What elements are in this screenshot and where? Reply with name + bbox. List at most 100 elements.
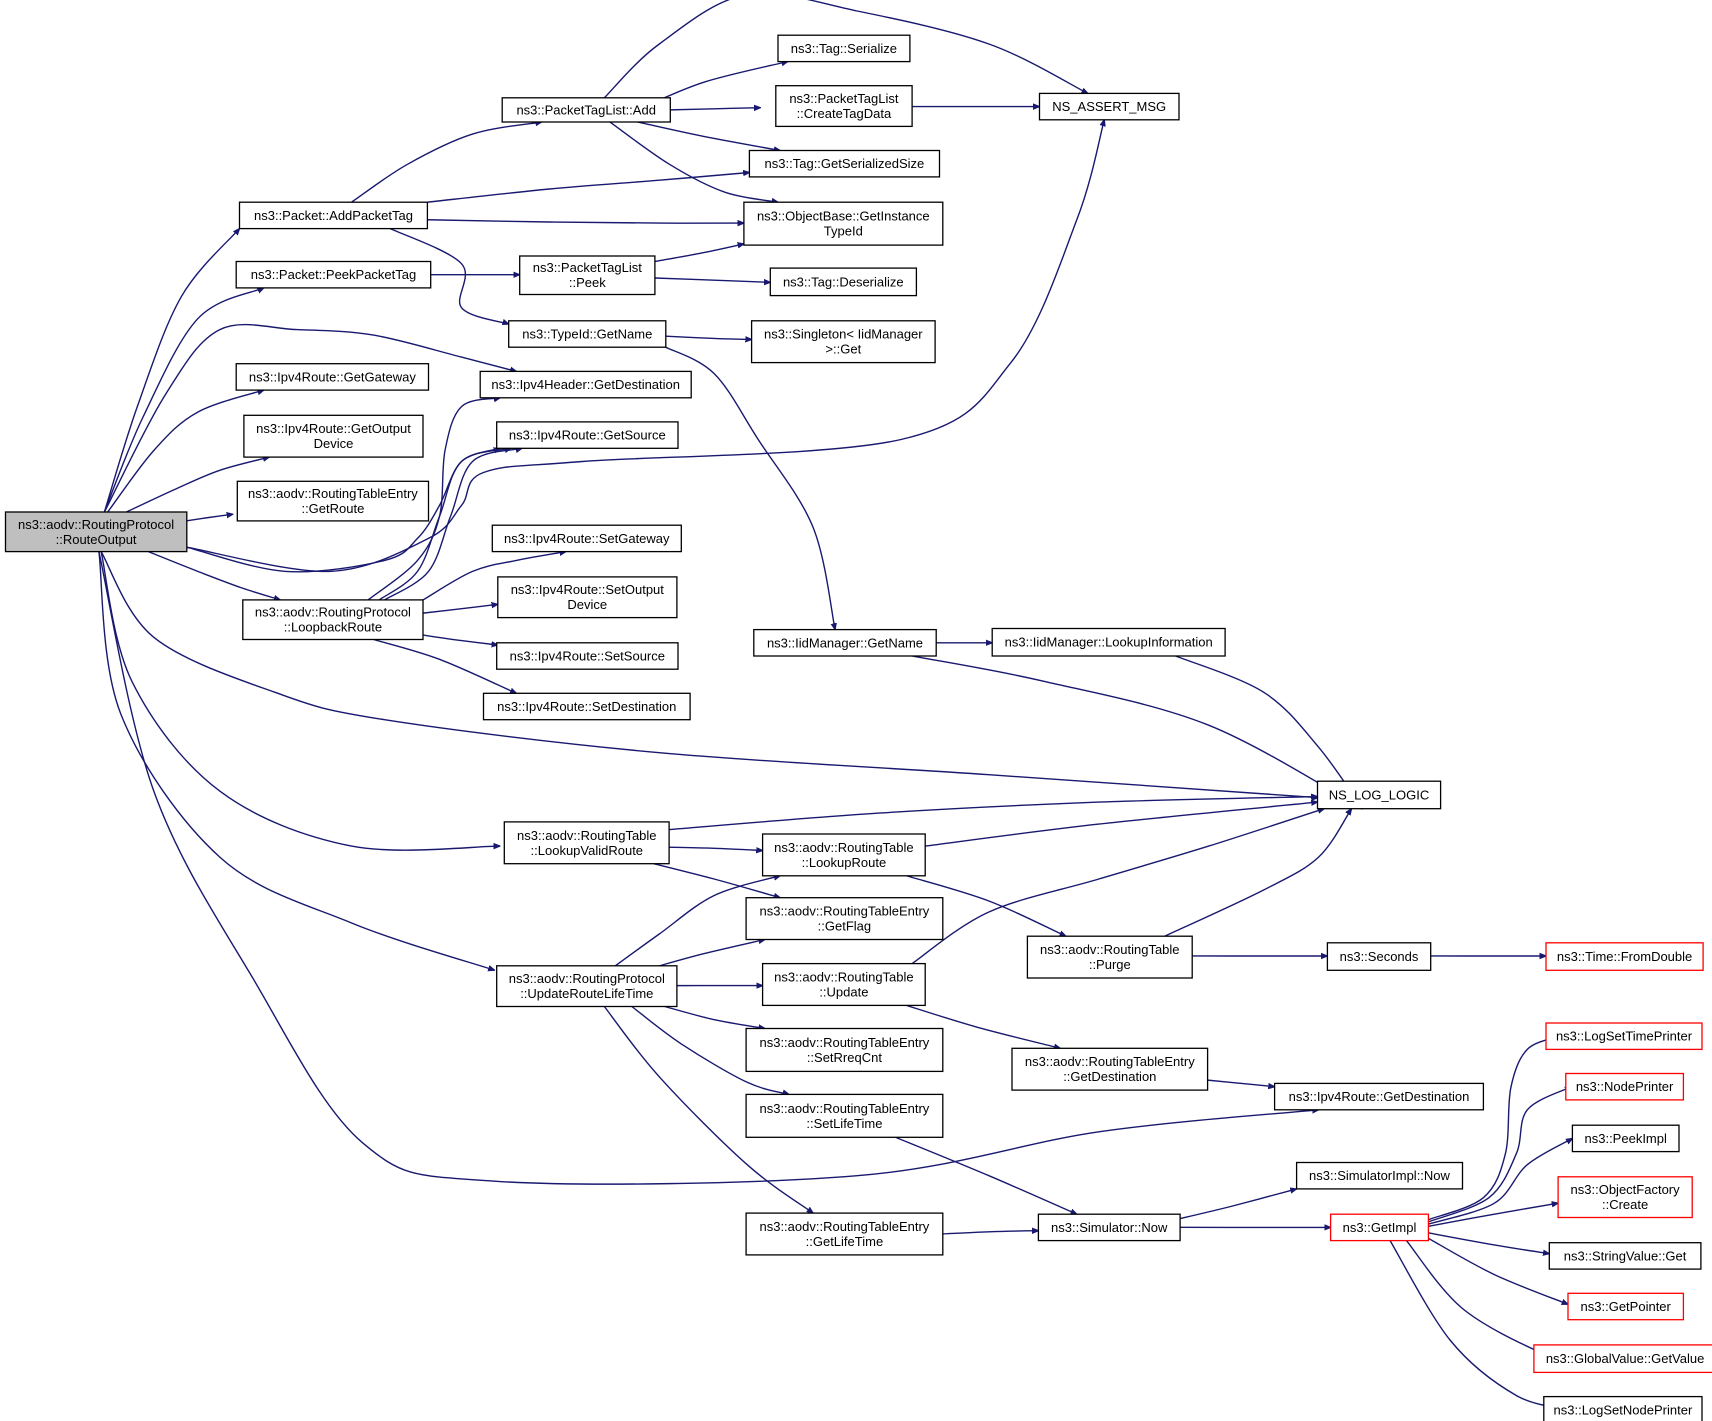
node-getSerializedSize[interactable]: ns3::Tag::GetSerializedSize	[748, 149, 941, 178]
node-setRreqCnt-label-line-1: ns3::aodv::RoutingTableEntry	[759, 1035, 929, 1050]
node-getGateway[interactable]: ns3::Ipv4Route::GetGateway	[235, 363, 430, 391]
edge-simulatorNow-to-simImplNow	[1179, 1189, 1296, 1220]
node-getLifeTime[interactable]: ns3::aodv::RoutingTableEntry::GetLifeTim…	[745, 1212, 944, 1256]
node-assertMsg-label-line-1: NS_ASSERT_MSG	[1052, 99, 1166, 114]
node-seconds[interactable]: ns3::Seconds	[1326, 942, 1432, 971]
edge-updateRouteLifeTime-to-rtLookupRoute	[614, 876, 780, 967]
node-setLifeTime[interactable]: ns3::aodv::RoutingTableEntry::SetLifeTim…	[745, 1093, 944, 1138]
node-globalValueGetValue[interactable]: ns3::GlobalValue::GetValue	[1533, 1344, 1712, 1374]
node-assertMsg[interactable]: NS_ASSERT_MSG	[1038, 92, 1180, 121]
edge-rtLookupRoute-to-logLogic	[925, 802, 1317, 847]
node-iidGetName[interactable]: ns3::IidManager::GetName	[753, 628, 937, 657]
node-logSetTimePrinter[interactable]: ns3::LogSetTimePrinter	[1545, 1022, 1703, 1051]
node-logSetNodePrinter[interactable]: ns3::LogSetNodePrinter	[1543, 1395, 1703, 1421]
node-rtUpdate-label-line-2: ::Update	[819, 985, 868, 1000]
edge-updateRouteLifeTime-to-getFlag	[659, 940, 765, 967]
edge-loopbackRoute-to-getSource	[378, 448, 511, 601]
node-ptlPeek-label-line-1: ns3::PacketTagList	[533, 260, 643, 275]
node-simulatorNow[interactable]: ns3::Simulator::Now	[1037, 1213, 1181, 1242]
node-singletonGet-label-line-1: ns3::Singleton< IidManager	[764, 327, 923, 342]
node-getLifeTime-label-line-1: ns3::aodv::RoutingTableEntry	[759, 1219, 929, 1234]
node-getRoute[interactable]: ns3::aodv::RoutingTableEntry::GetRoute	[236, 480, 430, 522]
node-stringValueGet-box	[1548, 1242, 1702, 1270]
node-logSetNodePrinter-label-line-1: ns3::LogSetNodePrinter	[1554, 1402, 1693, 1417]
node-fromDouble[interactable]: ns3::Time::FromDouble	[1545, 942, 1704, 971]
node-ipv4HeaderGetDestination[interactable]: ns3::Ipv4Header::GetDestination	[479, 370, 692, 399]
node-tagDeserialize-label-line-1: ns3::Tag::Deserialize	[783, 274, 904, 289]
edge-getImpl-to-nodePrinter	[1428, 1087, 1571, 1223]
node-setDestination[interactable]: ns3::Ipv4Route::SetDestination	[482, 692, 691, 721]
node-lookupInformation-label-line-1: ns3::IidManager::LookupInformation	[1005, 635, 1213, 650]
node-typeIdGetName[interactable]: ns3::TypeId::GetName	[508, 320, 667, 348]
node-setLifeTime-label-line-2: ::SetLifeTime	[806, 1116, 882, 1131]
node-loopbackRoute[interactable]: ns3::aodv::RoutingProtocol::LoopbackRout…	[242, 599, 424, 641]
node-getImpl[interactable]: ns3::GetImpl	[1329, 1213, 1430, 1242]
node-getRoute-box	[236, 480, 430, 522]
edge-lookupValidRoute-to-rtLookupRoute	[669, 846, 762, 850]
edge-lookupValidRoute-to-getFlag	[653, 862, 780, 898]
node-ptlAdd-label-line-1: ns3::PacketTagList::Add	[516, 102, 655, 117]
node-ipv4RouteGetDestination[interactable]: ns3::Ipv4Route::GetDestination	[1273, 1082, 1485, 1111]
node-getFlag[interactable]: ns3::aodv::RoutingTableEntry::GetFlag	[745, 897, 944, 941]
node-getSource[interactable]: ns3::Ipv4Route::GetSource	[496, 421, 679, 449]
node-peekPacketTag[interactable]: ns3::Packet::PeekPacketTag	[235, 260, 432, 289]
node-objectFactoryCreate[interactable]: ns3::ObjectFactory::Create	[1557, 1176, 1693, 1219]
node-logLogic-box	[1316, 780, 1442, 810]
edge-root-to-getOutputDevice	[126, 457, 269, 513]
node-getInstanceTypeId-label-line-1: ns3::ObjectBase::GetInstance	[757, 209, 930, 224]
node-setGateway[interactable]: ns3::Ipv4Route::SetGateway	[491, 524, 682, 553]
node-rtPurge[interactable]: ns3::aodv::RoutingTable::Purge	[1026, 935, 1193, 979]
node-addPacketTag-box	[238, 201, 429, 230]
node-rteGetDestination[interactable]: ns3::aodv::RoutingTableEntry::GetDestina…	[1011, 1047, 1209, 1091]
edge-loopbackRoute-to-getSource	[384, 448, 522, 601]
node-rtUpdate-box	[761, 962, 926, 1007]
node-setRreqCnt[interactable]: ns3::aodv::RoutingTableEntry::SetRreqCnt	[745, 1027, 944, 1073]
node-simulatorNow-label-line-1: ns3::Simulator::Now	[1051, 1220, 1168, 1235]
node-rtLookupRoute[interactable]: ns3::aodv::RoutingTable::LookupRoute	[761, 833, 926, 877]
node-ptlPeek[interactable]: ns3::PacketTagList::Peek	[519, 255, 656, 296]
edge-addPacketTag-to-ptlAdd	[351, 122, 542, 203]
edge-getImpl-to-logSetNodePrinter	[1389, 1240, 1571, 1410]
node-ptlAdd-box	[501, 97, 671, 123]
node-nodePrinter[interactable]: ns3::NodePrinter	[1565, 1072, 1685, 1101]
edge-getImpl-to-stringValueGet	[1428, 1232, 1549, 1254]
node-addPacketTag[interactable]: ns3::Packet::AddPacketTag	[238, 201, 429, 230]
node-getFlag-label-line-1: ns3::aodv::RoutingTableEntry	[759, 904, 929, 919]
node-simImplNow[interactable]: ns3::SimulatorImpl::Now	[1295, 1161, 1464, 1190]
node-getRoute-label-line-2: ::GetRoute	[301, 501, 364, 516]
node-logLogic[interactable]: NS_LOG_LOGIC	[1316, 780, 1442, 810]
node-createTagData[interactable]: ns3::PacketTagList::CreateTagData	[775, 85, 913, 128]
node-nodePrinter-label-line-1: ns3::NodePrinter	[1576, 1079, 1674, 1094]
node-rteGetDestination-label-line-2: ::GetDestination	[1063, 1069, 1156, 1084]
edge-loopbackRoute-to-setSource	[422, 634, 498, 645]
node-setLifeTime-box	[745, 1093, 944, 1138]
node-ipv4HeaderGetDestination-box	[479, 370, 692, 399]
node-stringValueGet[interactable]: ns3::StringValue::Get	[1548, 1242, 1702, 1270]
node-root[interactable]: ns3::aodv::RoutingProtocol::RouteOutput	[4, 511, 188, 553]
node-tagSerialize[interactable]: ns3::Tag::Serialize	[777, 34, 911, 63]
edge-ptlPeek-to-getInstanceTypeId	[654, 244, 744, 263]
node-ptlAdd[interactable]: ns3::PacketTagList::Add	[501, 97, 671, 123]
node-getPointer[interactable]: ns3::GetPointer	[1567, 1292, 1685, 1321]
node-rtUpdate[interactable]: ns3::aodv::RoutingTable::Update	[761, 962, 926, 1007]
node-setSource[interactable]: ns3::Ipv4Route::SetSource	[496, 642, 679, 670]
node-peekImpl[interactable]: ns3::PeekImpl	[1571, 1124, 1680, 1153]
node-singletonGet[interactable]: ns3::Singleton< IidManager>::Get	[750, 320, 936, 364]
node-updateRouteLifeTime[interactable]: ns3::aodv::RoutingProtocol::UpdateRouteL…	[496, 965, 678, 1008]
nodes-layer: ns3::aodv::RoutingProtocol::RouteOutputn…	[4, 34, 1712, 1421]
edge-root-to-lookupValidRoute	[100, 551, 500, 851]
node-setOutputDevice-box	[497, 576, 678, 619]
node-rtLookupRoute-box	[761, 833, 926, 877]
node-createTagData-box	[775, 85, 913, 128]
node-setGateway-box	[491, 524, 682, 553]
node-tagDeserialize[interactable]: ns3::Tag::Deserialize	[769, 267, 918, 297]
node-singletonGet-box	[750, 320, 936, 364]
node-rtPurge-box	[1026, 935, 1193, 979]
node-setDestination-label-line-1: ns3::Ipv4Route::SetDestination	[497, 699, 676, 714]
node-lookupValidRoute[interactable]: ns3::aodv::RoutingTable::LookupValidRout…	[503, 821, 670, 865]
edge-ptlAdd-to-getInstanceTypeId	[609, 121, 778, 202]
node-lookupInformation[interactable]: ns3::IidManager::LookupInformation	[991, 627, 1226, 657]
